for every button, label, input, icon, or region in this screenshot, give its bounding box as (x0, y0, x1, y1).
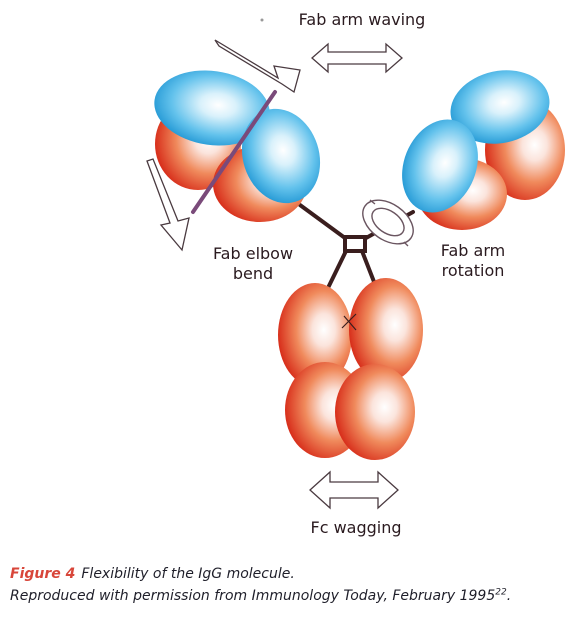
fc-wagging-arrow (309, 470, 399, 510)
fc-domain-ch2-left (278, 283, 352, 387)
disulfide-mark (341, 313, 357, 331)
fab-arm-rotation-label-line1: Fab arm (440, 241, 506, 260)
figure-title: Flexibility of the IgG molecule. (81, 566, 295, 582)
fab-arm-rotation-label: Fab arm rotation (425, 241, 521, 281)
fab-right-light-upper (450, 70, 550, 144)
fab-arm-waving-arrow (311, 42, 403, 74)
fab-left-light-upper (154, 70, 270, 146)
fab-right-light-lower (402, 119, 478, 213)
fc-domain-ch2-right (349, 278, 423, 382)
fab-arm-right (402, 70, 565, 230)
elbow-swing-arrow-upper (214, 39, 301, 94)
fc-wagging-label: Fc wagging (310, 518, 402, 537)
fab-elbow-bend-label-line1: Fab elbow (212, 244, 294, 263)
elbow-swing-arrow-lower (146, 158, 190, 252)
fab-elbow-bend-label-line2: bend (232, 264, 274, 283)
fab-arm-left (154, 70, 321, 222)
source-text: Reproduced with permission from Immunolo… (10, 588, 496, 604)
figure-number: Figure 4 (10, 566, 76, 582)
fc-region (278, 278, 423, 460)
rotation-ring-icon (362, 199, 414, 247)
source-reference: 22 (495, 587, 507, 598)
fab-elbow-bend-label: Fab elbow bend (198, 244, 308, 284)
figure-caption-source: Reproduced with permission from Immunolo… (10, 587, 575, 605)
speck (260, 18, 264, 22)
fab-arm-rotation-label-line2: rotation (441, 261, 505, 280)
source-end: . (506, 588, 512, 604)
fab-left-light-lower (241, 108, 321, 204)
fc-domain-ch3-right (335, 364, 415, 460)
elbow-bend-line (191, 90, 277, 214)
fab-arm-waving-label: Fab arm waving (298, 10, 426, 29)
figure-caption-title: Figure 4 Flexibility of the IgG molecule. (10, 565, 575, 583)
